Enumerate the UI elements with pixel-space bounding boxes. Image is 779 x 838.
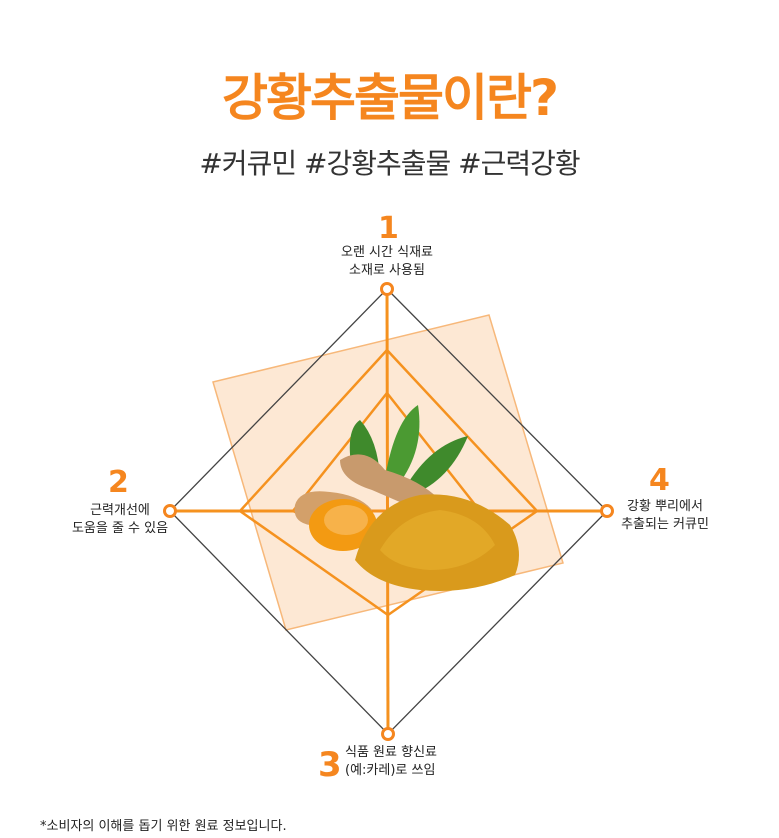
point-4-line2: 추출되는 커큐민	[621, 517, 709, 532]
point-2-label: 근력개선에 도움을 줄 수 있음	[60, 502, 180, 538]
node-4	[600, 504, 614, 518]
node-3	[381, 727, 395, 741]
point-2-number: 2	[108, 465, 129, 500]
node-markers	[163, 282, 614, 741]
point-1-line2: 소재로 사용됨	[349, 263, 425, 278]
page-title: 강황추출물이란?	[221, 69, 559, 127]
point-2-line2: 도움을 줄 수 있음	[71, 521, 169, 536]
point-1-line1: 오랜 시간 식재료	[341, 245, 433, 260]
point-1-label: 오랜 시간 식재료 소재로 사용됨	[287, 244, 487, 280]
point-3-number: 3	[318, 745, 342, 785]
point-4-number: 4	[649, 463, 670, 498]
node-2	[163, 504, 177, 518]
point-4-label: 강황 뿌리에서 추출되는 커큐민	[605, 498, 725, 534]
node-1	[380, 282, 394, 296]
point-4-line1: 강황 뿌리에서	[627, 499, 703, 514]
hashtags: #커큐민 #강황추출물 #근력강황	[199, 147, 580, 180]
footnote: *소비자의 이해를 돕기 위한 원료 정보입니다.	[40, 819, 287, 834]
point-3-line1: 식품 원료 향신료	[345, 745, 437, 760]
turmeric-image	[294, 405, 519, 591]
point-2-line1: 근력개선에	[90, 503, 150, 518]
point-3-label: 식품 원료 향신료 (예:카레)로 쓰임	[345, 744, 437, 780]
point-1-number: 1	[378, 211, 399, 246]
point-3-line2: (예:카레)로 쓰임	[345, 763, 436, 778]
